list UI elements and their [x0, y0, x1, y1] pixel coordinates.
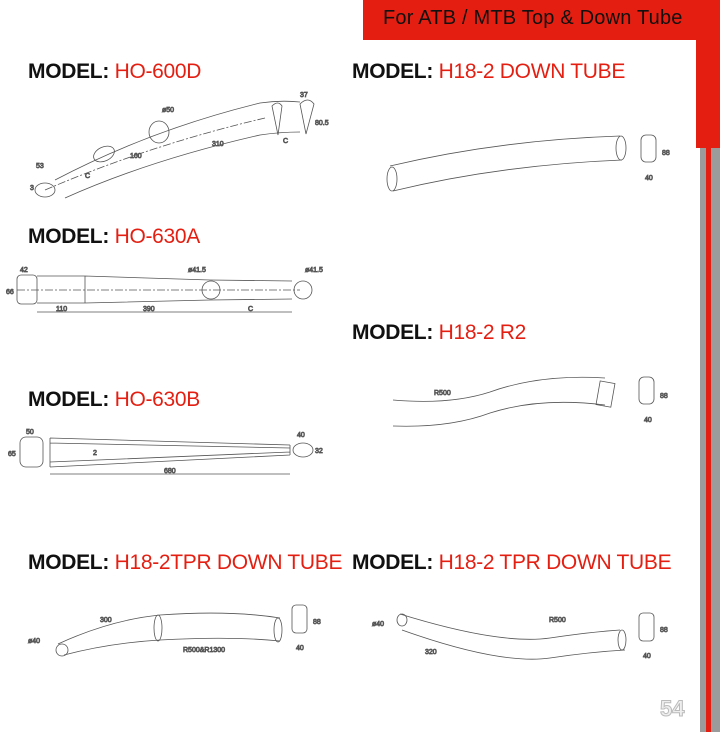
svg-text:ø50: ø50 — [162, 107, 174, 114]
drawing-h18-2-tpr: ø40 320 R500 88 40 — [372, 612, 668, 660]
svg-text:40: 40 — [296, 645, 304, 652]
svg-text:88: 88 — [662, 150, 670, 157]
svg-text:32: 32 — [315, 448, 323, 455]
svg-text:ø41.5: ø41.5 — [188, 267, 206, 274]
svg-text:37: 37 — [300, 92, 308, 99]
svg-text:ø40: ø40 — [28, 638, 40, 645]
drawing-h18-2-r2: R500 88 40 — [392, 376, 668, 427]
drawing-ho-630a: 42 66 110 390 C ø41.5 ø41.5 — [6, 267, 324, 314]
decorative-red-stripe — [706, 148, 711, 732]
svg-text:42: 42 — [20, 267, 28, 274]
model-title-h18-2tpr: MODEL: H18-2TPR DOWN TUBE — [28, 551, 343, 574]
svg-text:65: 65 — [8, 451, 16, 458]
svg-text:53: 53 — [36, 163, 44, 170]
svg-text:R500&R1300: R500&R1300 — [183, 647, 225, 654]
svg-text:C: C — [283, 138, 288, 145]
svg-text:40: 40 — [643, 653, 651, 660]
section-title: For ATB / MTB Top & Down Tube — [383, 7, 683, 29]
model-title-ho-630a: MODEL: HO-630A — [28, 225, 201, 248]
svg-text:66: 66 — [6, 289, 14, 296]
svg-text:C: C — [248, 306, 253, 313]
svg-text:ø41.5: ø41.5 — [305, 267, 323, 274]
svg-text:320: 320 — [425, 649, 437, 656]
model-title-h18-2-r2: MODEL: H18-2 R2 — [352, 321, 527, 344]
svg-text:88: 88 — [313, 619, 321, 626]
svg-text:R500: R500 — [434, 390, 451, 397]
svg-text:80.5: 80.5 — [315, 120, 329, 127]
section-banner: For ATB / MTB Top & Down Tube — [363, 0, 720, 40]
svg-text:680: 680 — [164, 468, 176, 475]
model-title-h18-2-tpr: MODEL: H18-2 TPR DOWN TUBE — [352, 551, 672, 574]
drawing-ho-600d: 53 3 C 160 ø50 310 C 37 80.5 — [30, 92, 329, 199]
svg-text:R500: R500 — [549, 617, 566, 624]
svg-text:40: 40 — [297, 432, 305, 439]
svg-text:88: 88 — [660, 627, 668, 634]
svg-text:ø40: ø40 — [372, 621, 384, 628]
model-title-ho-600d: MODEL: HO-600D — [28, 60, 202, 83]
svg-text:C: C — [85, 173, 90, 180]
svg-text:300: 300 — [100, 617, 112, 624]
svg-text:110: 110 — [56, 306, 67, 313]
drawing-ho-630b: 50 65 2 680 40 32 — [8, 429, 324, 476]
svg-text:40: 40 — [644, 417, 652, 424]
svg-text:390: 390 — [143, 306, 155, 313]
svg-text:50: 50 — [26, 429, 34, 436]
svg-text:88: 88 — [660, 393, 668, 400]
svg-text:40: 40 — [645, 175, 653, 182]
svg-text:310: 310 — [212, 141, 224, 148]
svg-text:2: 2 — [93, 450, 97, 457]
page-number: 54 — [659, 696, 685, 722]
decorative-red-bar — [696, 40, 720, 148]
svg-text:3: 3 — [30, 185, 34, 192]
model-title-ho-630b: MODEL: HO-630B — [28, 388, 201, 411]
drawing-h18-2tpr: ø40 300 R500&R1300 88 40 — [28, 604, 321, 657]
svg-text:160: 160 — [130, 153, 142, 160]
model-title-h18-2-down-tube: MODEL: H18-2 DOWN TUBE — [352, 60, 626, 83]
drawing-h18-2-down-tube: 88 40 — [386, 134, 670, 192]
